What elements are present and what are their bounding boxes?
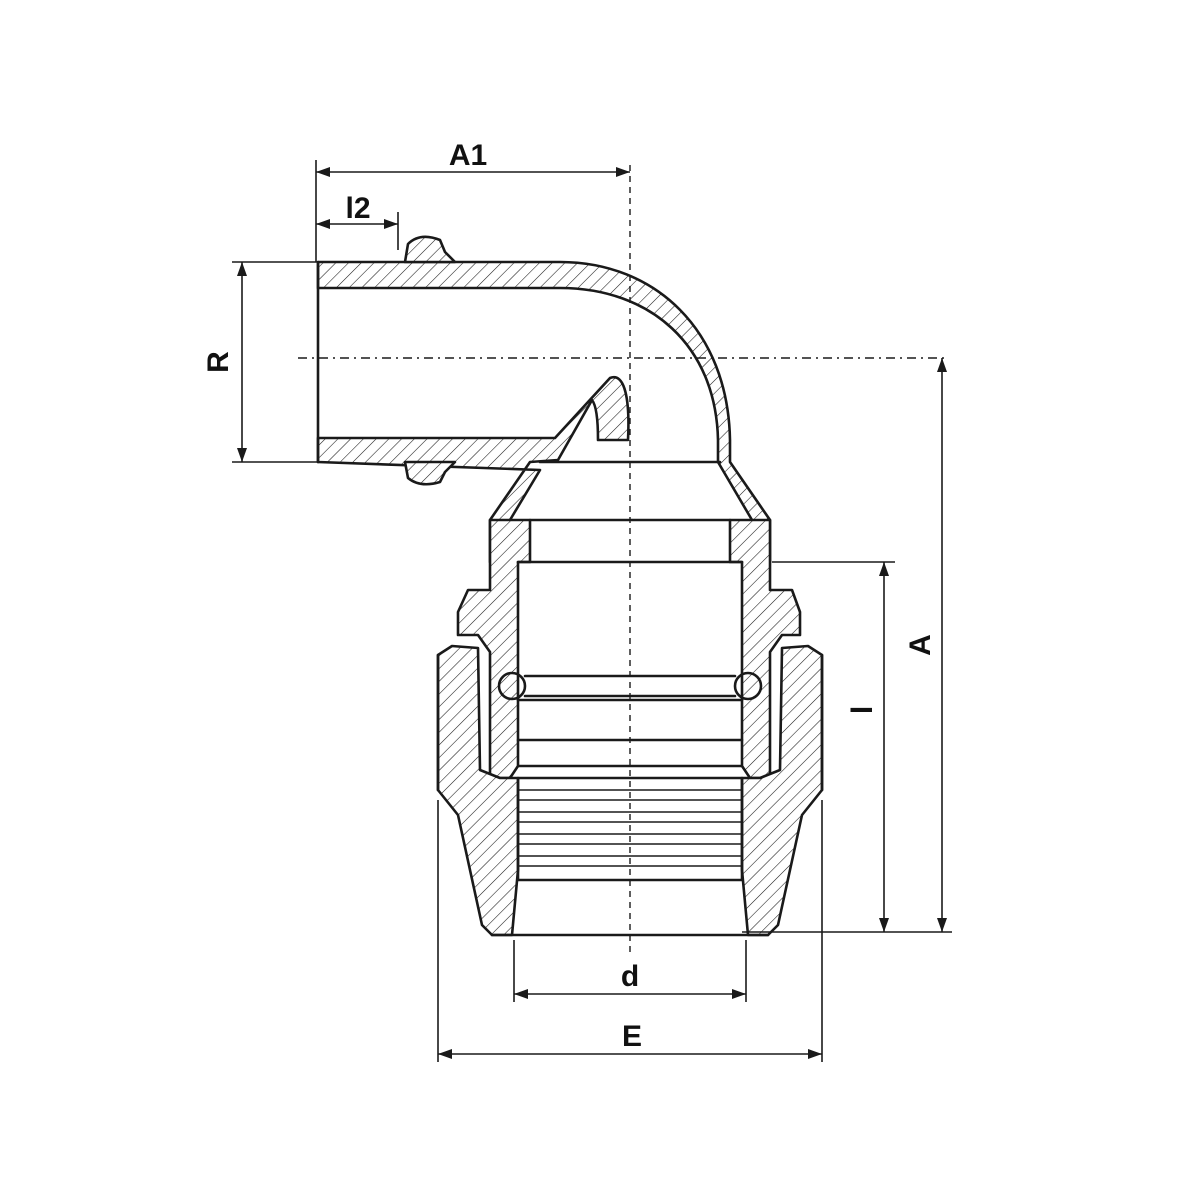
dim-label-a: A (904, 634, 937, 656)
dim-a: A (742, 358, 952, 933)
o-ring-right (733, 671, 763, 701)
grip-ring (516, 776, 744, 882)
dim-l: l (772, 561, 895, 932)
thread-ring-bottom (403, 460, 457, 486)
dim-label-d: d (621, 960, 639, 993)
elbow-body (316, 235, 772, 564)
dim-label-a1: A1 (449, 139, 487, 172)
dim-l2: l2 (316, 192, 399, 250)
dimension-lines: A1 l2 R A (202, 139, 952, 1062)
thread-ring-top (403, 235, 457, 264)
dim-e: E (437, 800, 823, 1062)
elbow-inner-wall (316, 375, 630, 564)
dim-label-r: R (202, 351, 235, 373)
dim-label-e: E (622, 1020, 642, 1053)
dim-label-l: l (846, 706, 879, 714)
grip-ring-outline (516, 776, 744, 882)
dim-label-l2: l2 (345, 192, 370, 225)
socket-body (456, 518, 802, 780)
o-ring-left (497, 671, 527, 701)
dim-d: d (513, 940, 747, 1002)
centre-lines (298, 165, 948, 955)
dim-a1: A1 (315, 139, 630, 262)
compression-nut (436, 644, 824, 937)
dim-r: R (202, 261, 318, 463)
grip-ring-ribs (518, 789, 742, 867)
elbow-outer-wall (316, 260, 772, 564)
